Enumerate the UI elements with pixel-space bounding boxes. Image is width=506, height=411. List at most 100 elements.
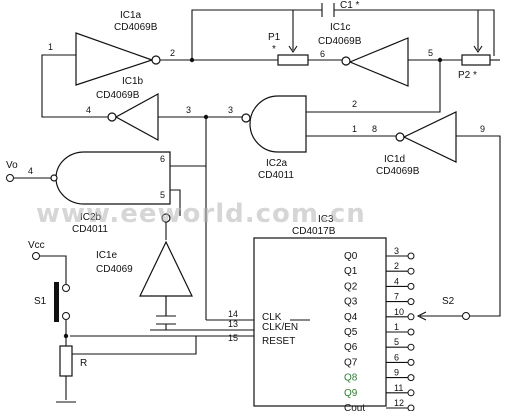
ic3-output-terminal <box>407 404 415 411</box>
ic3-output-label: Q1 <box>344 266 358 277</box>
ic3-output-pin: 11 <box>394 383 403 393</box>
ic2a-pin-out: 3 <box>228 105 233 115</box>
ic3-output-pin: 12 <box>394 398 404 408</box>
ic1c-pin-out: 6 <box>320 49 325 59</box>
ic1c-part: CD4069B <box>318 36 362 47</box>
ic3-output-label: Q0 <box>344 251 358 262</box>
r-label: R <box>80 358 87 369</box>
ic3-output-terminal <box>407 313 415 321</box>
ic1d-pin-in: 9 <box>480 124 485 134</box>
ic3-output-label: Q5 <box>344 327 358 338</box>
ic2a-name: IC2a <box>266 158 288 169</box>
ic3-output-pin: 3 <box>394 246 399 256</box>
ic3-output-label: Q7 <box>344 357 358 368</box>
ic3-output-pin: 9 <box>394 368 399 378</box>
watermark: www.eeworld.com.cn <box>36 199 366 229</box>
ic3-output-label: Q2 <box>344 281 358 292</box>
ic3-output-label: Q8 <box>344 373 358 384</box>
ic3-output-terminal <box>407 389 415 397</box>
ic1a-part: CD4069B <box>114 22 158 33</box>
ic3-output-label: Q3 <box>344 297 358 308</box>
power-switch-section: Vcc S1 R <box>28 240 87 377</box>
p2-label: P2 * <box>458 70 477 81</box>
p1-label: P1 <box>268 32 281 43</box>
ic3-output-label: Q6 <box>344 342 358 353</box>
ic3-input-pin: 15 <box>228 333 238 343</box>
ic1b-part: CD4069B <box>96 90 140 101</box>
inverter-ic1a: IC1a CD4069B 1 2 <box>48 10 175 86</box>
ic3-input-pin: 13 <box>228 319 238 329</box>
ic3-input-label: CLK/EN <box>262 322 298 333</box>
vo-label: Vo <box>6 160 18 171</box>
ic3-output-label: Q4 <box>344 312 358 323</box>
ic3-output-terminal <box>407 282 415 290</box>
ic3-part: CD4017B <box>292 226 336 237</box>
ic1b-name: IC1b <box>122 76 144 87</box>
capacitor-c1: C1 * <box>321 0 360 17</box>
ic1d-pin-out: 8 <box>372 124 377 134</box>
ic3-output-terminal <box>407 343 415 351</box>
ic2b-pin-in1: 6 <box>160 154 165 164</box>
ic1e-part: CD4069 <box>96 264 133 275</box>
ic3-name: IC3 <box>318 214 334 225</box>
nand-gate-ic2b: Vo IC2b CD4011 4 6 5 <box>6 151 171 235</box>
ic3-output-pin: 7 <box>394 292 399 302</box>
ic3-output-terminal <box>407 328 415 336</box>
inverter-ic1e: IC1e CD4069 <box>96 213 193 330</box>
inverter-ic1c: IC1c CD4069B 6 5 <box>318 22 433 87</box>
ic3-output-pin: 2 <box>394 261 399 271</box>
ic3-input-pin: 14 <box>228 309 238 319</box>
junctions <box>63 57 443 339</box>
potentiometer-p1: P1 * <box>268 32 309 66</box>
resistor-r <box>59 345 73 377</box>
c1-label: C1 * <box>340 0 360 11</box>
ic3-output-pin: 6 <box>394 352 399 362</box>
ic3-output-terminal <box>407 374 415 382</box>
ic1c-name: IC1c <box>330 22 351 33</box>
ic3-output-pin: 10 <box>394 307 404 317</box>
ic1c-pin-in: 5 <box>428 48 433 58</box>
s1-label: S1 <box>34 296 47 307</box>
ic2b-pin-in2: 5 <box>160 190 165 200</box>
p1-mark: * <box>272 44 276 55</box>
ic2a-part: CD4011 <box>258 170 294 181</box>
ic1b-pin-out: 4 <box>86 105 91 115</box>
ic1d-name: IC1d <box>384 154 405 165</box>
ic3-output-label: Cout <box>344 403 365 411</box>
vcc-label: Vcc <box>28 240 45 251</box>
ic3-output-terminal <box>407 358 415 366</box>
ic2a-pin-in2: 1 <box>352 124 357 134</box>
ic3-output-pin: 1 <box>394 322 399 332</box>
ic3-output-terminal <box>407 298 415 306</box>
nand-gate-ic2a: IC2a CD4011 3 2 1 <box>228 95 357 181</box>
ic3-input-label: RESET <box>262 336 295 347</box>
ic1a-pin-out: 2 <box>170 48 175 58</box>
s2-label: S2 <box>442 296 455 307</box>
ic2a-pin-in1: 2 <box>352 99 357 109</box>
ic3-output-terminal <box>407 267 415 275</box>
ic1a-name: IC1a <box>120 10 142 21</box>
ic3-output-label: Q9 <box>344 388 358 399</box>
inverter-ic1b: IC1b CD4069B 4 3 <box>86 76 191 142</box>
ic1d-part: CD4069B <box>376 166 420 177</box>
selector-s2: S2 <box>416 296 470 321</box>
inverter-ic1d: IC1d CD4069B 8 9 <box>372 111 485 177</box>
ic3-output-terminal <box>407 252 415 260</box>
potentiometer-p2: P2 * <box>458 54 491 81</box>
switch-s1 <box>54 282 59 322</box>
vcc-terminal <box>32 252 40 260</box>
wires <box>14 9 501 403</box>
ic2b-part: CD4011 <box>72 224 108 235</box>
ic1a-pin-in: 1 <box>48 42 53 52</box>
vo-terminal <box>6 174 14 182</box>
ic3-output-pin: 4 <box>394 276 399 286</box>
ic2b-name: IC2b <box>80 212 102 223</box>
ic1b-pin-in: 3 <box>186 105 191 115</box>
ic2b-pin-out: 4 <box>28 166 33 176</box>
ic3-input-label: CLK <box>262 312 282 323</box>
